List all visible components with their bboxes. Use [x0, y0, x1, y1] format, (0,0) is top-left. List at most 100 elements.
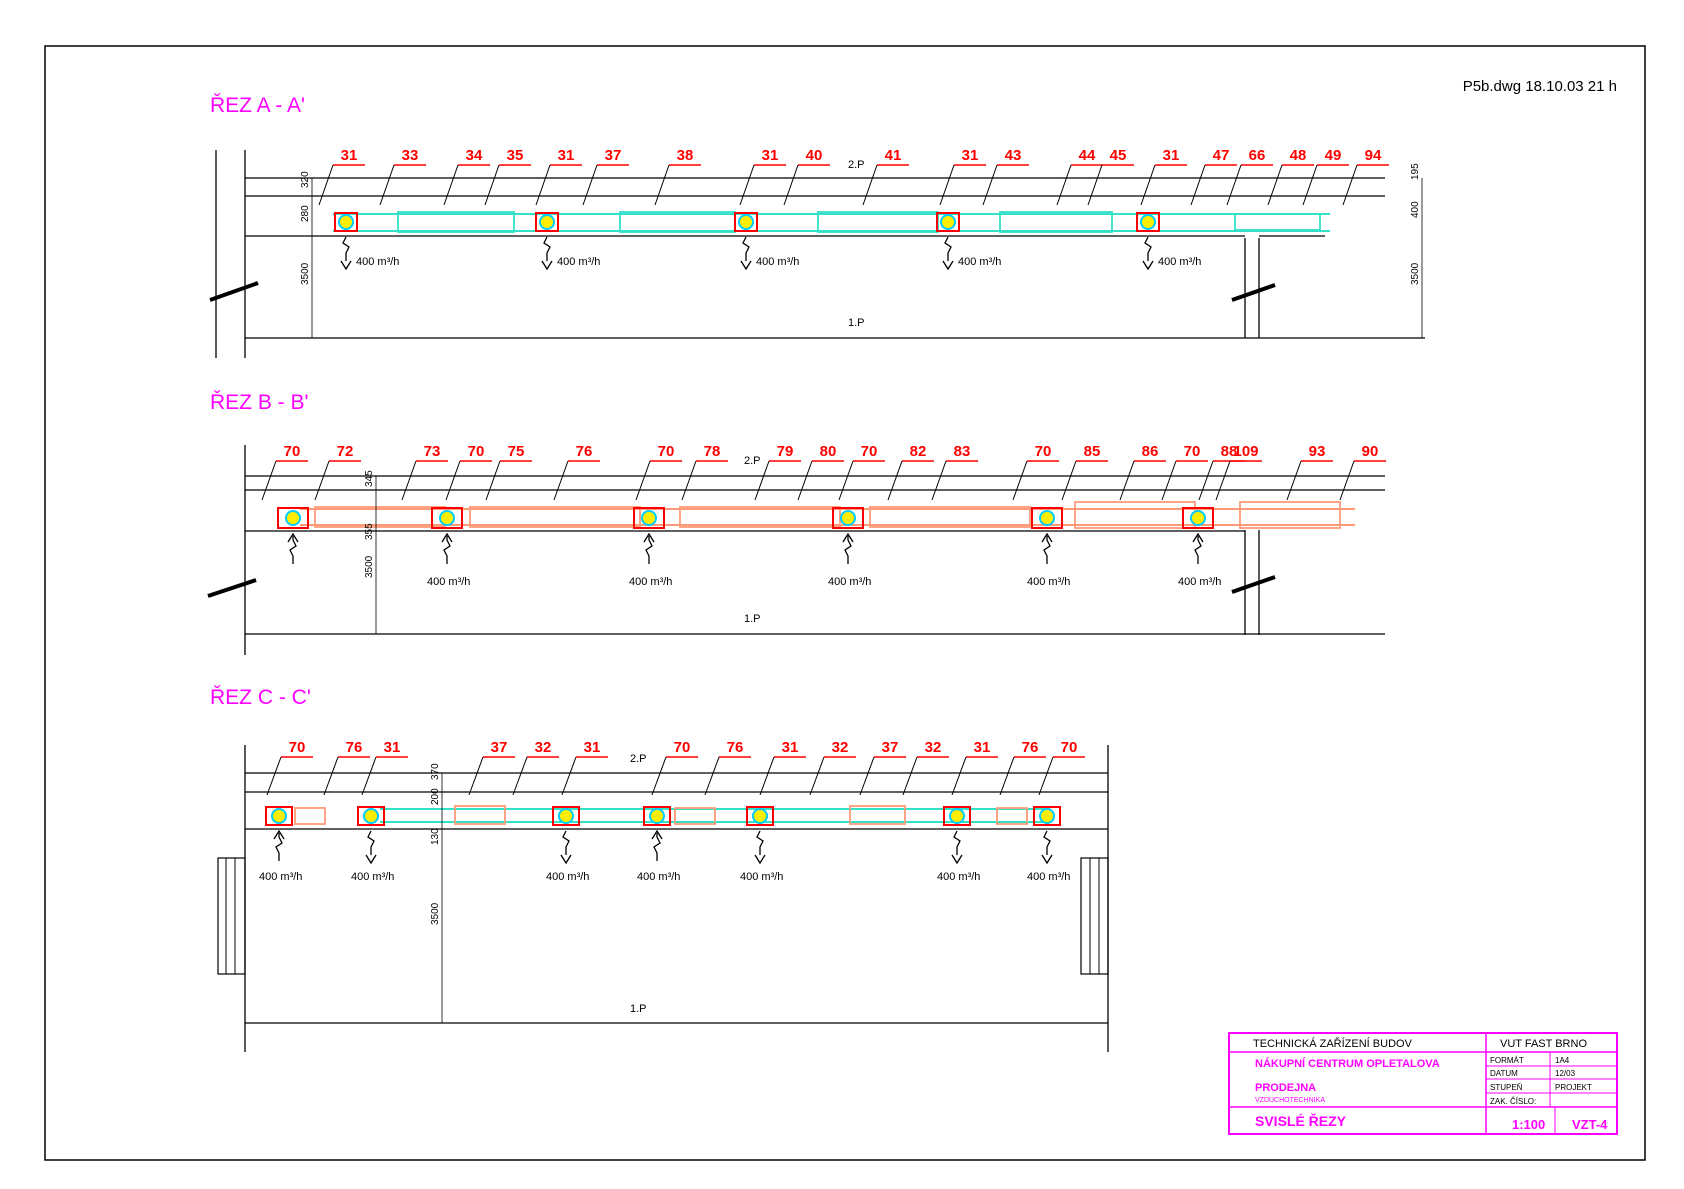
item-label-70: 70 — [468, 443, 485, 460]
air-unit — [1182, 507, 1214, 529]
item-label-31: 31 — [384, 739, 401, 756]
flow-rate-label: 400 m³/h — [629, 576, 672, 588]
diffuser — [1039, 808, 1055, 824]
leader-line — [1161, 460, 1177, 501]
item-label-37: 37 — [491, 739, 508, 756]
level-mark-a-lower: 1.P — [848, 317, 865, 329]
item-label-44: 44 — [1079, 147, 1096, 164]
leader-line — [1215, 460, 1231, 501]
dimension-text: 3500 — [364, 555, 375, 578]
flow-arrow-head — [951, 854, 963, 865]
item-label-76: 76 — [1022, 739, 1039, 756]
flow-arrow-head — [441, 532, 453, 543]
leader-line — [361, 756, 377, 796]
dimension-text: 355 — [364, 523, 375, 540]
leader-line — [681, 460, 697, 501]
dimension-text: 3500 — [300, 262, 311, 285]
item-label-70: 70 — [1061, 739, 1078, 756]
tb-subtitle: VZDUCHOTECHNIKA — [1255, 1097, 1325, 1104]
flow-arrow-head — [842, 532, 854, 543]
flow-rate-label: 400 m³/h — [937, 871, 980, 883]
item-label-31: 31 — [558, 147, 575, 164]
item-label-70: 70 — [1184, 443, 1201, 460]
level-mark-a-upper: 2.P — [848, 159, 865, 171]
leader-line — [797, 460, 813, 501]
tb-field-label-0: FORMÁT — [1490, 1056, 1524, 1065]
item-label-78: 78 — [704, 443, 721, 460]
leader-line — [1302, 164, 1318, 206]
tb-field-value-2: PROJEKT — [1555, 1083, 1592, 1092]
item-label-82: 82 — [910, 443, 927, 460]
diffuser — [539, 214, 555, 230]
flow-arrow — [844, 536, 852, 564]
leader-line — [1056, 164, 1072, 206]
leader-line — [951, 756, 967, 796]
air-unit — [265, 806, 293, 826]
duct-segment — [869, 506, 1031, 528]
leader-line — [1342, 164, 1358, 206]
title-block: TECHNICKÁ ZAŘÍZENÍ BUDOV VUT FAST BRNO N… — [1228, 1032, 1618, 1135]
dimension-text-right: 400 — [1410, 201, 1421, 218]
flow-rate-label: 400 m³/h — [259, 871, 302, 883]
leader-line — [982, 164, 998, 206]
item-label-31: 31 — [1163, 147, 1180, 164]
item-label-76: 76 — [576, 443, 593, 460]
flow-arrow — [1144, 236, 1152, 261]
dimension-text-right: 3500 — [1410, 262, 1421, 285]
tb-field-value-1: 12/03 — [1555, 1069, 1576, 1078]
duct-segment — [1234, 213, 1321, 231]
item-label-72: 72 — [337, 443, 354, 460]
tb-drawing-name: SVISLÉ ŘEZY — [1255, 1112, 1347, 1129]
leader-line — [445, 460, 461, 501]
flow-rate-label: 400 m³/h — [1178, 576, 1221, 588]
leader-line — [582, 164, 598, 206]
dimension-text: 3500 — [430, 902, 441, 925]
flow-rate-label: 400 m³/h — [356, 256, 399, 268]
item-label-90: 90 — [1362, 443, 1379, 460]
item-label-32: 32 — [832, 739, 849, 756]
item-label-76: 76 — [346, 739, 363, 756]
item-label-66: 66 — [1249, 147, 1266, 164]
item-label-34: 34 — [466, 147, 483, 164]
diffuser — [1140, 214, 1156, 230]
dimension-text: 320 — [300, 171, 311, 188]
flow-arrow-head — [287, 532, 299, 543]
leader-line — [1339, 460, 1355, 501]
diffuser — [949, 808, 965, 824]
diffuser — [271, 808, 287, 824]
duct-segment — [674, 807, 716, 825]
diffuser — [940, 214, 956, 230]
air-unit — [943, 806, 971, 826]
duct-segment — [469, 506, 641, 528]
item-label-31: 31 — [974, 739, 991, 756]
flow-arrow-head — [651, 829, 663, 840]
item-label-80: 80 — [820, 443, 837, 460]
diffuser — [1039, 510, 1055, 526]
item-label-31: 31 — [782, 739, 799, 756]
leader-line — [468, 756, 484, 796]
air-unit — [535, 212, 559, 232]
leader-line — [318, 164, 334, 206]
leader-line — [1061, 460, 1077, 501]
item-label-35: 35 — [507, 147, 524, 164]
item-label-37: 37 — [605, 147, 622, 164]
section-c-title: ŘEZ C - C' — [210, 686, 311, 709]
air-unit — [633, 507, 665, 529]
diffuser — [558, 808, 574, 824]
flow-arrow — [645, 536, 653, 564]
duct-segment — [999, 211, 1113, 233]
leader-line — [859, 756, 875, 796]
leader-line — [759, 756, 775, 796]
item-label-32: 32 — [925, 739, 942, 756]
flow-arrow — [653, 833, 661, 861]
leader-line — [1286, 460, 1302, 501]
flow-arrow — [1043, 830, 1051, 855]
air-unit — [734, 212, 758, 232]
item-label-79: 79 — [777, 443, 794, 460]
leader-line — [1226, 164, 1242, 206]
tb-field-label-3: ZAK. ČÍSLO: — [1490, 1097, 1536, 1106]
